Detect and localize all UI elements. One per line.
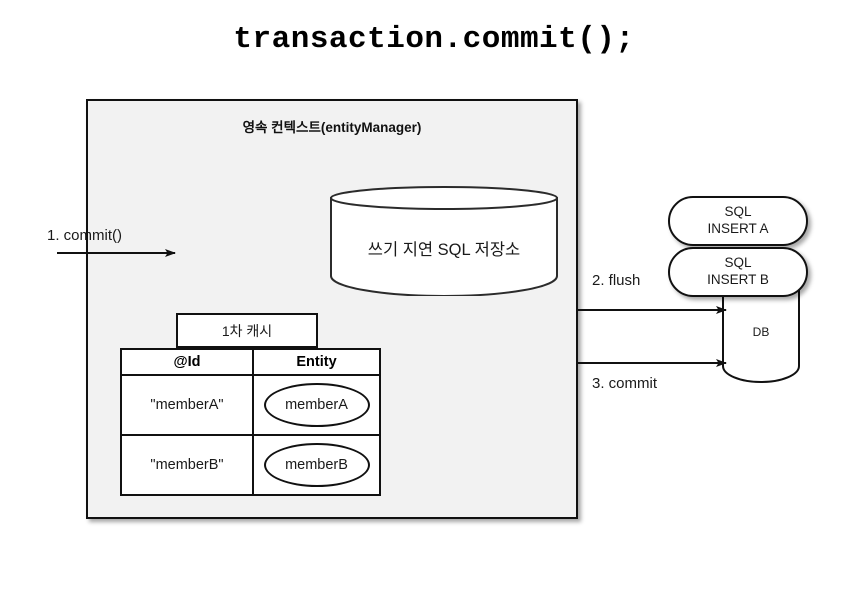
sql-store-label: 쓰기 지연 SQL 저장소 <box>330 236 558 260</box>
arrow-label-commit-1: 1. commit() <box>47 227 122 244</box>
cache-caption-text: 1차 캐시 <box>222 321 272 341</box>
cell-id-1: "memberB" <box>121 435 253 495</box>
first-level-cache-table: @Id Entity "memberA" memberA "memberB" m… <box>120 348 381 496</box>
sql-insert-a-line2: INSERT A <box>707 221 768 238</box>
table-header-row: @Id Entity <box>121 349 380 375</box>
cell-id-0: "memberA" <box>121 375 253 435</box>
cell-entity-0: memberA <box>253 375 380 435</box>
sql-insert-b-box: SQL INSERT B <box>668 247 808 297</box>
cache-caption-box: 1차 캐시 <box>176 313 318 348</box>
persistence-context-heading: 영속 컨텍스트(entityManager) <box>86 116 578 136</box>
sql-insert-a-line1: SQL <box>724 204 751 221</box>
sql-insert-b-line2: INSERT B <box>707 272 769 289</box>
table-row: "memberA" memberA <box>121 375 380 435</box>
entity-ellipse-0: memberA <box>264 383 370 427</box>
sql-insert-b-line1: SQL <box>724 255 751 272</box>
table-row: "memberB" memberB <box>121 435 380 495</box>
page-title: transaction.commit(); <box>0 22 868 57</box>
cell-entity-1: memberB <box>253 435 380 495</box>
column-header-id: @Id <box>121 349 253 375</box>
arrow-label-commit-3: 3. commit <box>592 375 657 392</box>
column-header-entity: Entity <box>253 349 380 375</box>
database-label: DB <box>722 325 800 339</box>
sql-insert-a-box: SQL INSERT A <box>668 196 808 246</box>
entity-ellipse-1: memberB <box>264 443 370 487</box>
arrow-label-flush-2: 2. flush <box>592 272 640 289</box>
